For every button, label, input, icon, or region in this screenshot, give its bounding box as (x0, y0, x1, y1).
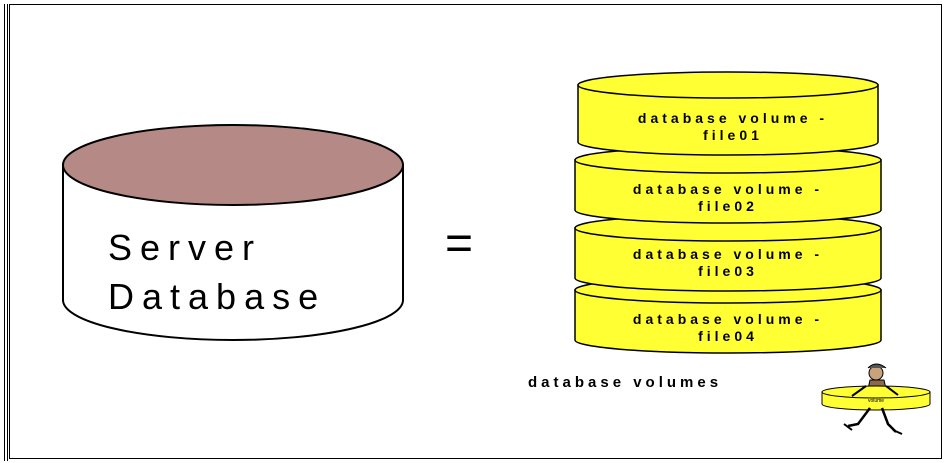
mascot-disk-label: volume (868, 398, 884, 404)
volume-label-2-line1: database volume - (632, 181, 824, 197)
volume-label-4-line2: file04 (698, 328, 758, 344)
volumes-caption: database volumes (528, 374, 723, 391)
volume-label-1: database volume - file01 (578, 110, 888, 144)
volume-label-3-line2: file03 (698, 263, 758, 279)
volume-label-3: database volume - file03 (573, 246, 883, 280)
mascot-carrying-disk-icon: volume (821, 363, 931, 435)
volume-label-4: database volume - file04 (573, 311, 883, 345)
volume-disk-1 (577, 71, 879, 156)
volume-label-4-line1: database volume - (632, 311, 824, 327)
volume-label-2: database volume - file02 (573, 181, 883, 215)
equals-sign: = (445, 217, 474, 270)
server-database-cylinder (62, 124, 404, 341)
server-label-line1: Server (108, 227, 263, 268)
volume-label-1-line1: database volume - (637, 110, 829, 126)
volume-label-2-line2: file02 (698, 198, 758, 214)
volume-label-3-line1: database volume - (632, 246, 824, 262)
volume-label-1-line2: file01 (703, 127, 763, 143)
server-label-line2: Database (108, 276, 327, 317)
